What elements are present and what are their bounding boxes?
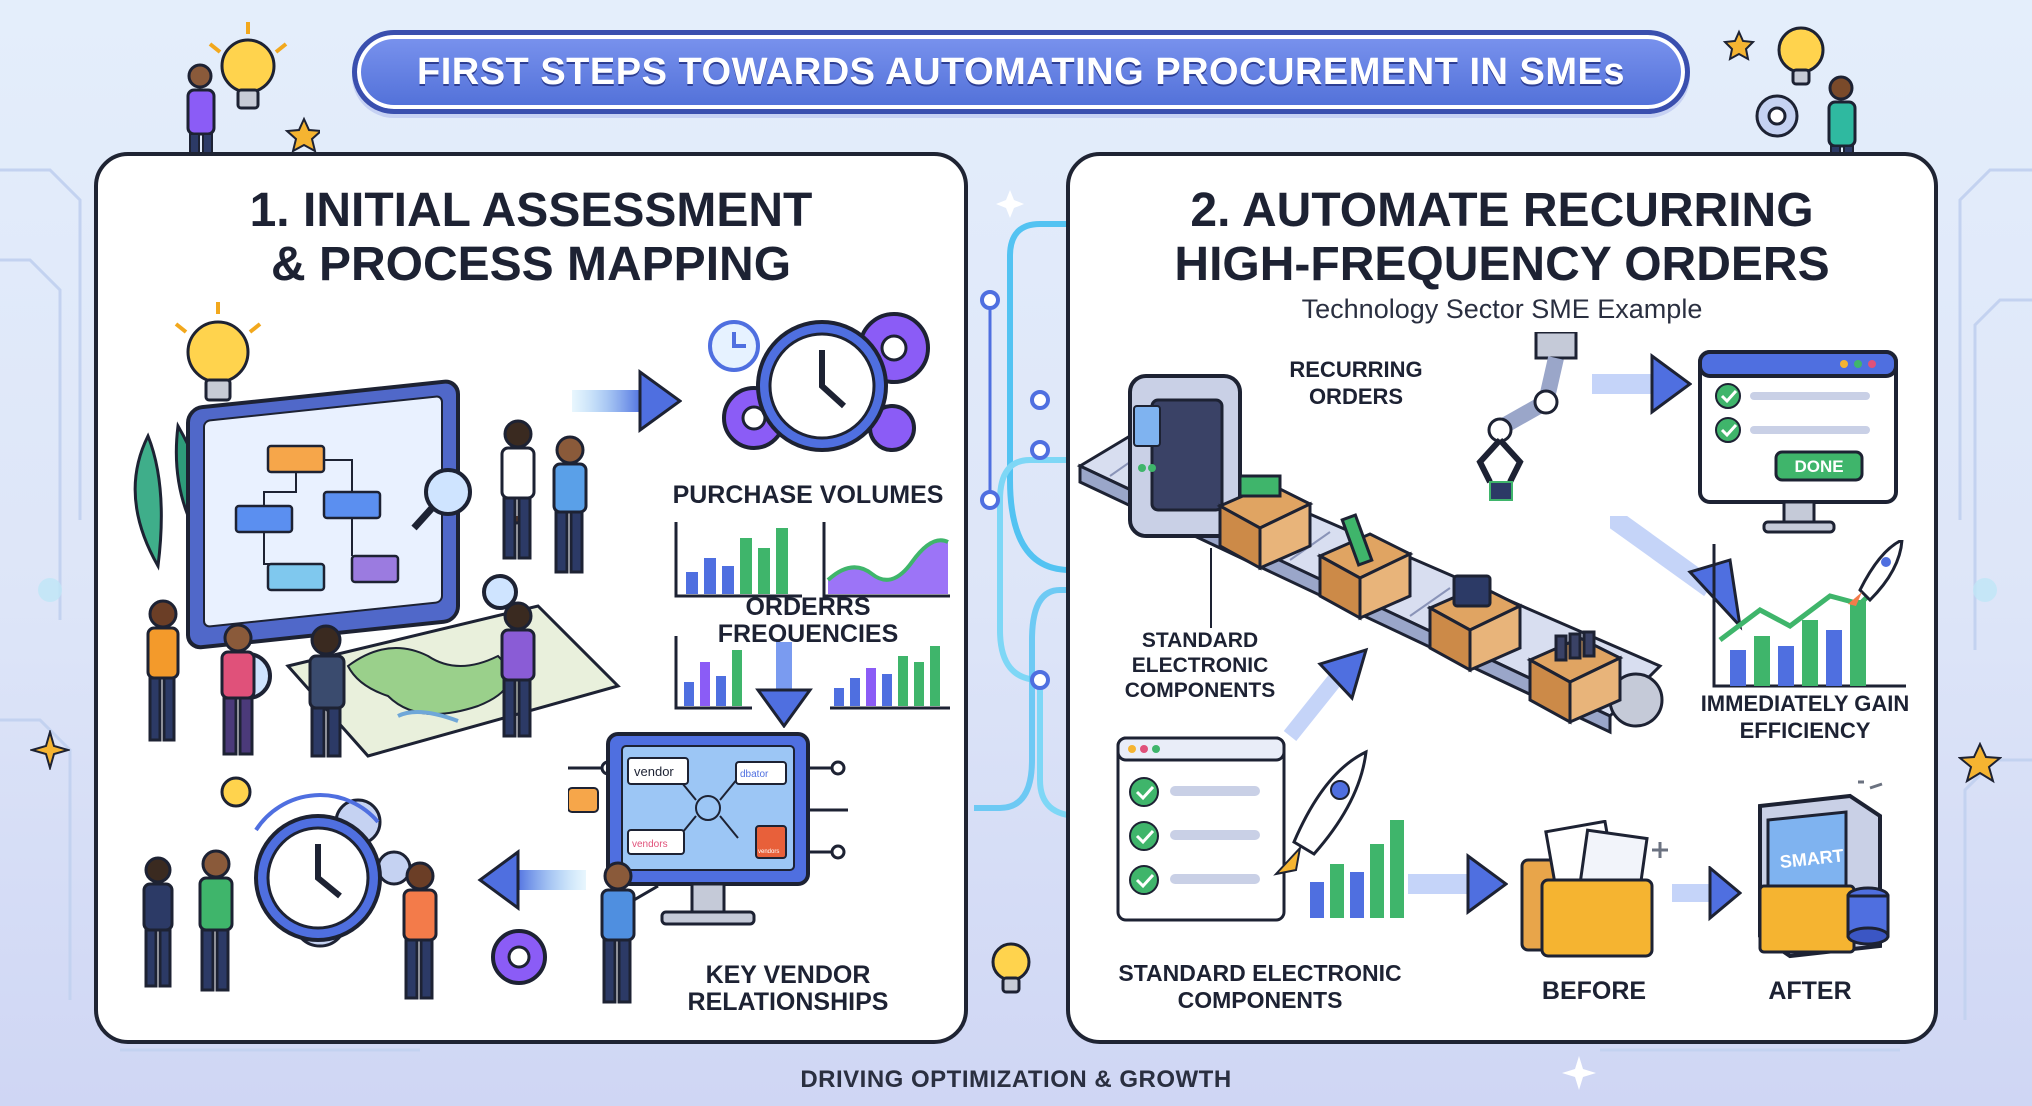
footer-tagline: DRIVING OPTIMIZATION & GROWTH bbox=[800, 1066, 1232, 1093]
purchase-volume-charts bbox=[674, 522, 950, 598]
rocket-icon bbox=[1848, 540, 1904, 606]
panel2-title: 2. AUTOMATE RECURRING HIGH-FREQUENCY ORD… bbox=[1070, 184, 1934, 292]
label-before: BEFORE bbox=[1541, 977, 1647, 1005]
panel-automate-recurring: 2. AUTOMATE RECURRING HIGH-FREQUENCY ORD… bbox=[1066, 152, 1938, 1044]
panel1-title-line2: & PROCESS MAPPING bbox=[270, 238, 792, 291]
vendor-card-d: vendors bbox=[758, 849, 779, 855]
label-standard-electronic-components: STANDARD ELECTRONIC COMPONENTS bbox=[1100, 628, 1300, 703]
label-immediately-gain-efficiency: IMMEDIATELY GAIN EFFICIENCY bbox=[1680, 690, 1930, 744]
label-standard-electronic-components-bottom: STANDARD ELECTRONIC COMPONENTS bbox=[1090, 960, 1430, 1014]
label-key-vendor-relationships: KEY VENDOR RELATIONSHIPS bbox=[658, 962, 918, 1016]
flowchart-monitor-illustration bbox=[133, 302, 472, 700]
label-std-line1: STANDARD bbox=[1141, 629, 1259, 652]
checkmark-icon bbox=[1715, 417, 1741, 443]
bar-chart-icon bbox=[674, 522, 802, 598]
vendor-card-a: vendor bbox=[634, 764, 674, 779]
checkmark-icon bbox=[1129, 865, 1159, 895]
lightbulb-icon bbox=[991, 942, 1031, 994]
clock-icon bbox=[708, 320, 760, 372]
title-banner: FIRST STEPS TOWARDS AUTOMATING PROCUREME… bbox=[352, 30, 1690, 114]
checkmark-icon bbox=[1715, 383, 1741, 409]
label-purchase-volumes: PURCHASE VOLUMES bbox=[672, 481, 944, 509]
rocket-icon bbox=[1273, 749, 1368, 876]
label-std-bottom-line2: COMPONENTS bbox=[1177, 987, 1343, 1013]
component-boxes bbox=[1216, 474, 1624, 725]
clock-icon bbox=[254, 793, 382, 942]
done-monitor: DONE bbox=[1698, 350, 1898, 534]
person-presenting bbox=[600, 861, 659, 1004]
magnifier-icon bbox=[482, 574, 518, 610]
label-gain-line2: EFFICIENCY bbox=[1739, 718, 1871, 743]
checklist-window-illustration bbox=[1116, 736, 1404, 922]
team-around-clock-illustration bbox=[142, 776, 438, 1000]
clock-gears-illustration bbox=[708, 312, 930, 452]
label-key-vendor-line1: KEY VENDOR bbox=[705, 961, 871, 989]
panel2-title-line1: 2. AUTOMATE RECURRING bbox=[1190, 184, 1814, 237]
lightbulb-icon bbox=[208, 22, 288, 110]
lightbulb-icon bbox=[174, 302, 262, 402]
label-recurring-line2: ORDERS bbox=[1308, 384, 1404, 409]
panel1-title-line1: 1. INITIAL ASSESSMENT bbox=[249, 184, 813, 237]
arrow-right-icon bbox=[1408, 853, 1508, 915]
label-gain-line1: IMMEDIATELY GAIN bbox=[1700, 691, 1910, 716]
lightbulb-icon bbox=[220, 776, 252, 808]
label-std-line2: ELECTRONIC bbox=[1131, 654, 1269, 677]
gear-icon bbox=[491, 929, 547, 985]
sparkle-icon bbox=[1562, 1056, 1596, 1090]
vendor-network-monitor: vendor dbator vendors vendors bbox=[568, 732, 848, 926]
pointer-line bbox=[1210, 548, 1212, 628]
team-discussing-illustration bbox=[500, 419, 588, 574]
clock-icon bbox=[756, 320, 888, 452]
done-button-label: DONE bbox=[1794, 457, 1843, 476]
bar-chart-icon bbox=[674, 636, 752, 710]
page-title: FIRST STEPS TOWARDS AUTOMATING PROCUREME… bbox=[417, 50, 1625, 93]
label-recurring-line1: RECURRING bbox=[1289, 357, 1423, 382]
arrow-right-icon bbox=[1592, 353, 1692, 415]
order-frequency-charts bbox=[674, 636, 950, 710]
sparkle-icon bbox=[30, 730, 70, 770]
area-chart-icon bbox=[822, 522, 950, 598]
star-icon bbox=[1958, 742, 2002, 784]
magnifier-icon bbox=[411, 468, 472, 531]
label-order-frequencies: ORDERRS FREQUENCIES bbox=[717, 593, 899, 648]
checkmark-icon bbox=[1129, 821, 1159, 851]
arrow-up-right-icon bbox=[1283, 647, 1369, 741]
vendor-card-c: vendors bbox=[632, 839, 668, 850]
conveyor-belt-illustration bbox=[1076, 374, 1664, 735]
label-after: AFTER bbox=[1768, 977, 1852, 1005]
robot-arm-illustration bbox=[1476, 332, 1578, 501]
panel2-subtitle: Technology Sector SME Example bbox=[1301, 294, 1703, 324]
vendor-card-b: dbator bbox=[740, 769, 769, 780]
database-icon bbox=[1846, 886, 1890, 946]
arrow-right-icon bbox=[1672, 866, 1742, 922]
panel-initial-assessment: 1. INITIAL ASSESSMENT & PROCESS MAPPING bbox=[94, 152, 968, 1044]
label-key-vendor-line2: RELATIONSHIPS bbox=[687, 988, 889, 1016]
label-std-bottom-line1: STANDARD ELECTRONIC bbox=[1118, 960, 1402, 986]
checkmark-icon bbox=[1129, 777, 1159, 807]
bar-chart-icon bbox=[830, 646, 950, 710]
label-std-line3: COMPONENTS bbox=[1124, 679, 1276, 702]
arrow-right-icon bbox=[572, 369, 682, 433]
scanner-gate bbox=[1128, 374, 1242, 538]
smart-cabinet-illustration: SMART bbox=[1758, 780, 1890, 959]
gear-icon bbox=[1755, 94, 1799, 138]
arrow-down-icon bbox=[755, 642, 813, 728]
lightbulb-icon bbox=[1777, 26, 1825, 86]
done-button[interactable]: DONE bbox=[1774, 450, 1864, 482]
gear-icon bbox=[376, 850, 412, 886]
panel1-title: 1. INITIAL ASSESSMENT & PROCESS MAPPING bbox=[98, 184, 964, 292]
panel2-title-line2: HIGH-FREQUENCY ORDERS bbox=[1174, 238, 1830, 291]
growth-chart-with-rocket bbox=[1712, 540, 1906, 688]
arrow-left-icon bbox=[477, 849, 586, 911]
messy-folders-illustration bbox=[1520, 820, 1668, 958]
label-recurring-orders: RECURRING ORDERS bbox=[1266, 356, 1446, 410]
